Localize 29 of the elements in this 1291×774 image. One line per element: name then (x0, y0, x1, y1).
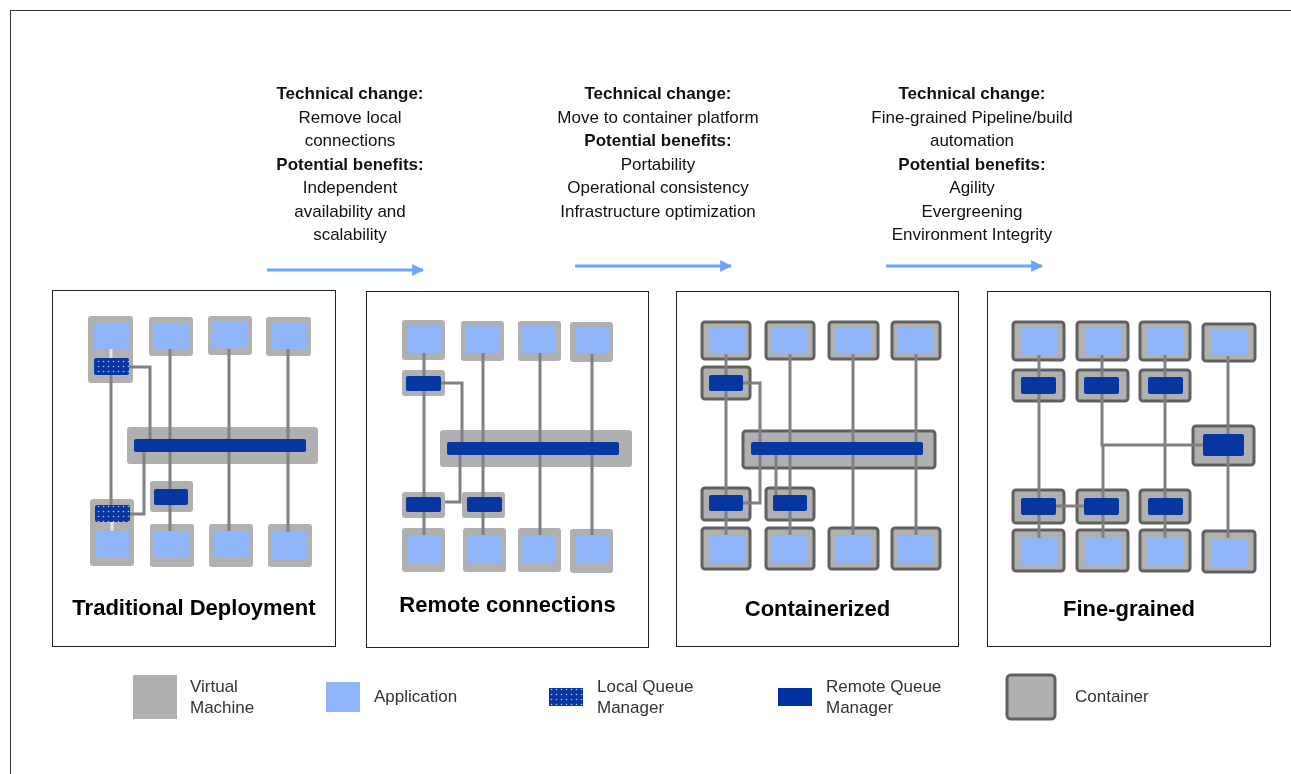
legend-label: Application (374, 686, 459, 707)
section-heading: Technical change: (897, 83, 1047, 105)
note-text: Remove local connections (297, 106, 403, 152)
legend-label: Virtual Machine (190, 676, 256, 718)
note-text: Move to container platform (556, 106, 760, 129)
panel-frame (987, 291, 1271, 647)
panel-title: Containerized (743, 596, 892, 622)
note-text: Infrastructure optimization (559, 200, 757, 223)
panel-frame (676, 291, 959, 647)
legend-label: Local Queue Manager (597, 676, 695, 718)
panel-frame (366, 291, 649, 648)
panel-title: Remote connections (398, 592, 617, 618)
section-heading: Technical change: (583, 83, 733, 105)
legend-label: Remote Queue Manager (826, 676, 943, 718)
section-heading: Potential benefits: (275, 153, 425, 176)
legend-label: Container (1075, 686, 1150, 707)
panel-title: Traditional Deployment (71, 595, 317, 621)
section-heading: Potential benefits: (583, 130, 733, 152)
panel-frame (52, 290, 336, 647)
note-text: Portability (619, 153, 697, 176)
section-heading: Potential benefits: (897, 153, 1047, 176)
section-heading: Technical change: (275, 83, 425, 105)
panel-title: Fine-grained (1062, 596, 1196, 622)
note-text: Independent availability and scalability (293, 177, 407, 246)
note-text: Fine-grained Pipeline/build automation (870, 106, 1074, 152)
note-text: Operational consistency (566, 177, 750, 199)
note-text: Environment Integrity (890, 224, 1054, 246)
note-text: Agility (948, 177, 996, 199)
note-text: Evergreening (920, 200, 1024, 223)
